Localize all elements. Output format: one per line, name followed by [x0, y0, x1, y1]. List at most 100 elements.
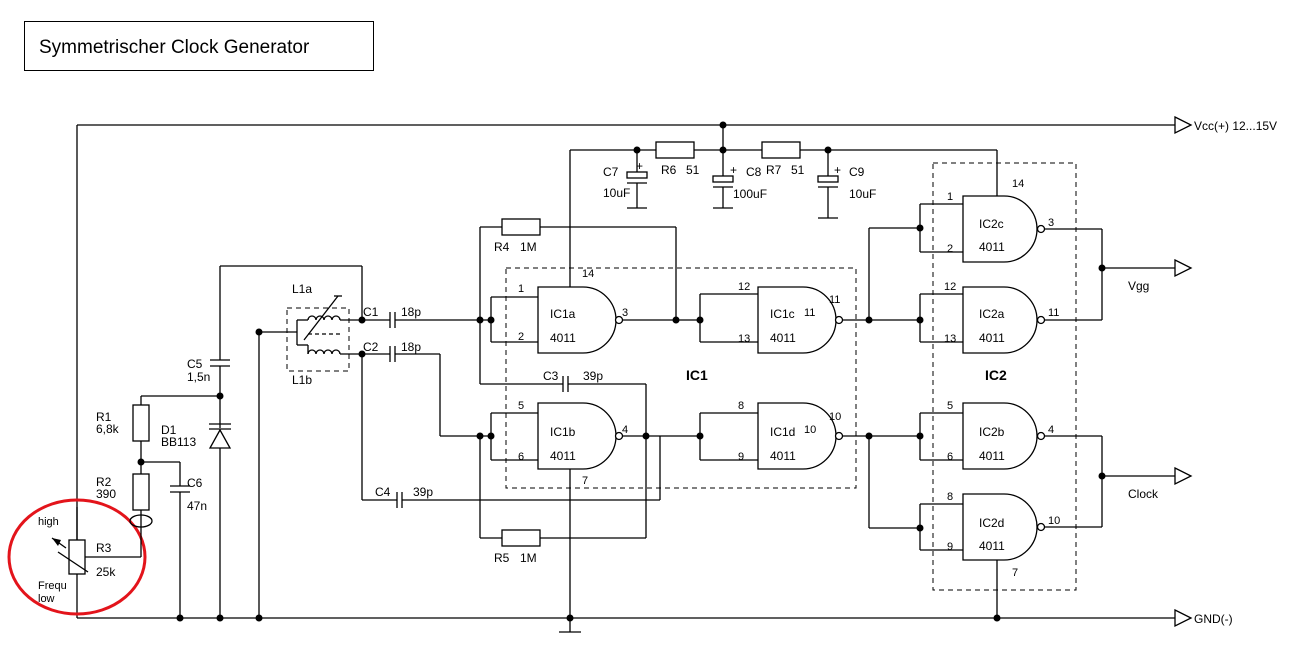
svg-text:10: 10 [829, 411, 841, 423]
highlight-circle [7, 498, 147, 616]
ic2a-gate: IC2a 4011 12 13 11 [919, 281, 1102, 354]
c8-name: C8 [746, 165, 762, 179]
ic2b-type: 4011 [979, 449, 1005, 463]
c5-name: C5 [187, 357, 203, 371]
r5-name: R5 [494, 551, 510, 565]
vgg-label: Vgg [1128, 279, 1149, 293]
ic2a-name: IC2a [979, 307, 1005, 321]
ic1b-type: 4011 [550, 449, 576, 463]
c7-name: C7 [603, 165, 619, 179]
r3-low-label: low [38, 593, 55, 605]
svg-text:9: 9 [738, 451, 744, 463]
vcc-rail: Vcc(+) 12...15V [77, 115, 1277, 135]
c6-name: C6 [187, 476, 203, 490]
r3-name: R3 [96, 541, 112, 555]
c1-capacitor: C1 18p [362, 305, 491, 328]
svg-text:6: 6 [947, 451, 953, 463]
svg-text:14: 14 [1012, 178, 1024, 190]
r6-value: 51 [686, 163, 700, 177]
c8-value: 100uF [733, 187, 767, 201]
svg-text:4: 4 [622, 424, 628, 436]
vgg-output: Vgg [1101, 229, 1193, 320]
gnd-label: GND(-) [1194, 612, 1233, 626]
r7-name: R7 [766, 163, 782, 177]
d1-value: BB113 [161, 435, 196, 449]
c4-name: C4 [375, 485, 391, 499]
r1-value: 6,8k [96, 422, 120, 436]
svg-text:7: 7 [1012, 567, 1018, 579]
c1-name: C1 [363, 305, 379, 319]
gnd-rail: GND(-) [76, 125, 1233, 633]
r1-resistor: R1 6,8k [96, 396, 150, 462]
svg-text:10: 10 [804, 424, 816, 436]
ic2d-name: IC2d [979, 516, 1004, 530]
svg-text:13: 13 [738, 333, 750, 345]
svg-text:3: 3 [1048, 217, 1054, 229]
l1-coil: L1a L1b [258, 282, 362, 618]
r3-freq-label: Frequ [38, 580, 67, 592]
l1b-name: L1b [292, 373, 312, 387]
ic2c-gate: IC2c 4011 1 2 3 14 [919, 178, 1102, 263]
ic1d-type: 4011 [770, 449, 796, 463]
ic1-boundary [505, 267, 857, 489]
c2-value: 18p [401, 340, 421, 354]
svg-text:13: 13 [944, 333, 956, 345]
c7-capacitor: + C7 10uF [603, 150, 648, 209]
c8-capacitor: + C8 100uF [712, 150, 767, 209]
svg-text:+: + [730, 163, 737, 177]
ic2-boundary [932, 162, 1077, 591]
svg-text:2: 2 [518, 331, 524, 343]
ic2-label: IC2 [985, 367, 1007, 383]
ic2c-type: 4011 [979, 240, 1005, 254]
ic1a-type: 4011 [550, 331, 576, 345]
svg-text:2: 2 [947, 243, 953, 255]
ic2d-type: 4011 [979, 539, 1005, 553]
svg-text:1: 1 [947, 191, 953, 203]
c9-capacitor: + C9 10uF [817, 150, 876, 219]
c4-value: 39p [413, 485, 433, 499]
svg-text:8: 8 [947, 491, 953, 503]
r5-value: 1M [520, 551, 537, 565]
c6-value: 47n [187, 499, 207, 513]
svg-text:14: 14 [582, 268, 594, 280]
svg-text:5: 5 [947, 400, 953, 412]
ic2d-gate: IC2d 4011 8 9 10 7 [919, 491, 1102, 618]
title-box: Symmetrischer Clock Generator [24, 21, 374, 71]
ic1c-name: IC1c [770, 307, 795, 321]
svg-text:6: 6 [518, 451, 524, 463]
clock-label: Clock [1128, 487, 1159, 501]
vcc-label: Vcc(+) 12...15V [1194, 119, 1277, 133]
ic2c-name: IC2c [979, 217, 1004, 231]
ic1-label: IC1 [686, 367, 708, 383]
svg-text:+: + [834, 163, 841, 177]
c5-capacitor: C5 1,5n [187, 266, 230, 396]
c7-value: 10uF [603, 186, 630, 200]
svg-text:+: + [636, 159, 643, 173]
r5-resistor: R5 1M [479, 436, 647, 565]
c3-capacitor: C3 39p [479, 320, 647, 436]
r3-potentiometer: R3 25k high Frequ low [38, 507, 141, 605]
l1a-name: L1a [292, 282, 312, 296]
ic1d-gate: IC1d 4011 8 9 10 10 [699, 400, 920, 470]
svg-text:9: 9 [947, 541, 953, 553]
diagram-title: Symmetrischer Clock Generator [39, 37, 310, 58]
r4-name: R4 [494, 240, 510, 254]
junction-dots [137, 121, 1106, 622]
ic2b-name: IC2b [979, 425, 1005, 439]
r7-value: 51 [791, 163, 805, 177]
ic2a-type: 4011 [979, 331, 1005, 345]
r1-name: R1 [96, 410, 112, 424]
r4-value: 1M [520, 240, 537, 254]
r2-value: 390 [96, 487, 116, 501]
r3-value: 25k [96, 565, 116, 579]
ic1c-gate: IC1c 4011 12 13 11 11 [699, 281, 920, 354]
ic1d-name: IC1d [770, 425, 795, 439]
svg-text:5: 5 [518, 400, 524, 412]
ic1a-name: IC1a [550, 307, 576, 321]
svg-text:12: 12 [738, 281, 750, 293]
c3-name: C3 [543, 369, 559, 383]
c2-name: C2 [363, 340, 379, 354]
svg-text:11: 11 [1048, 307, 1059, 319]
r2-resistor: R2 390 [96, 462, 153, 557]
